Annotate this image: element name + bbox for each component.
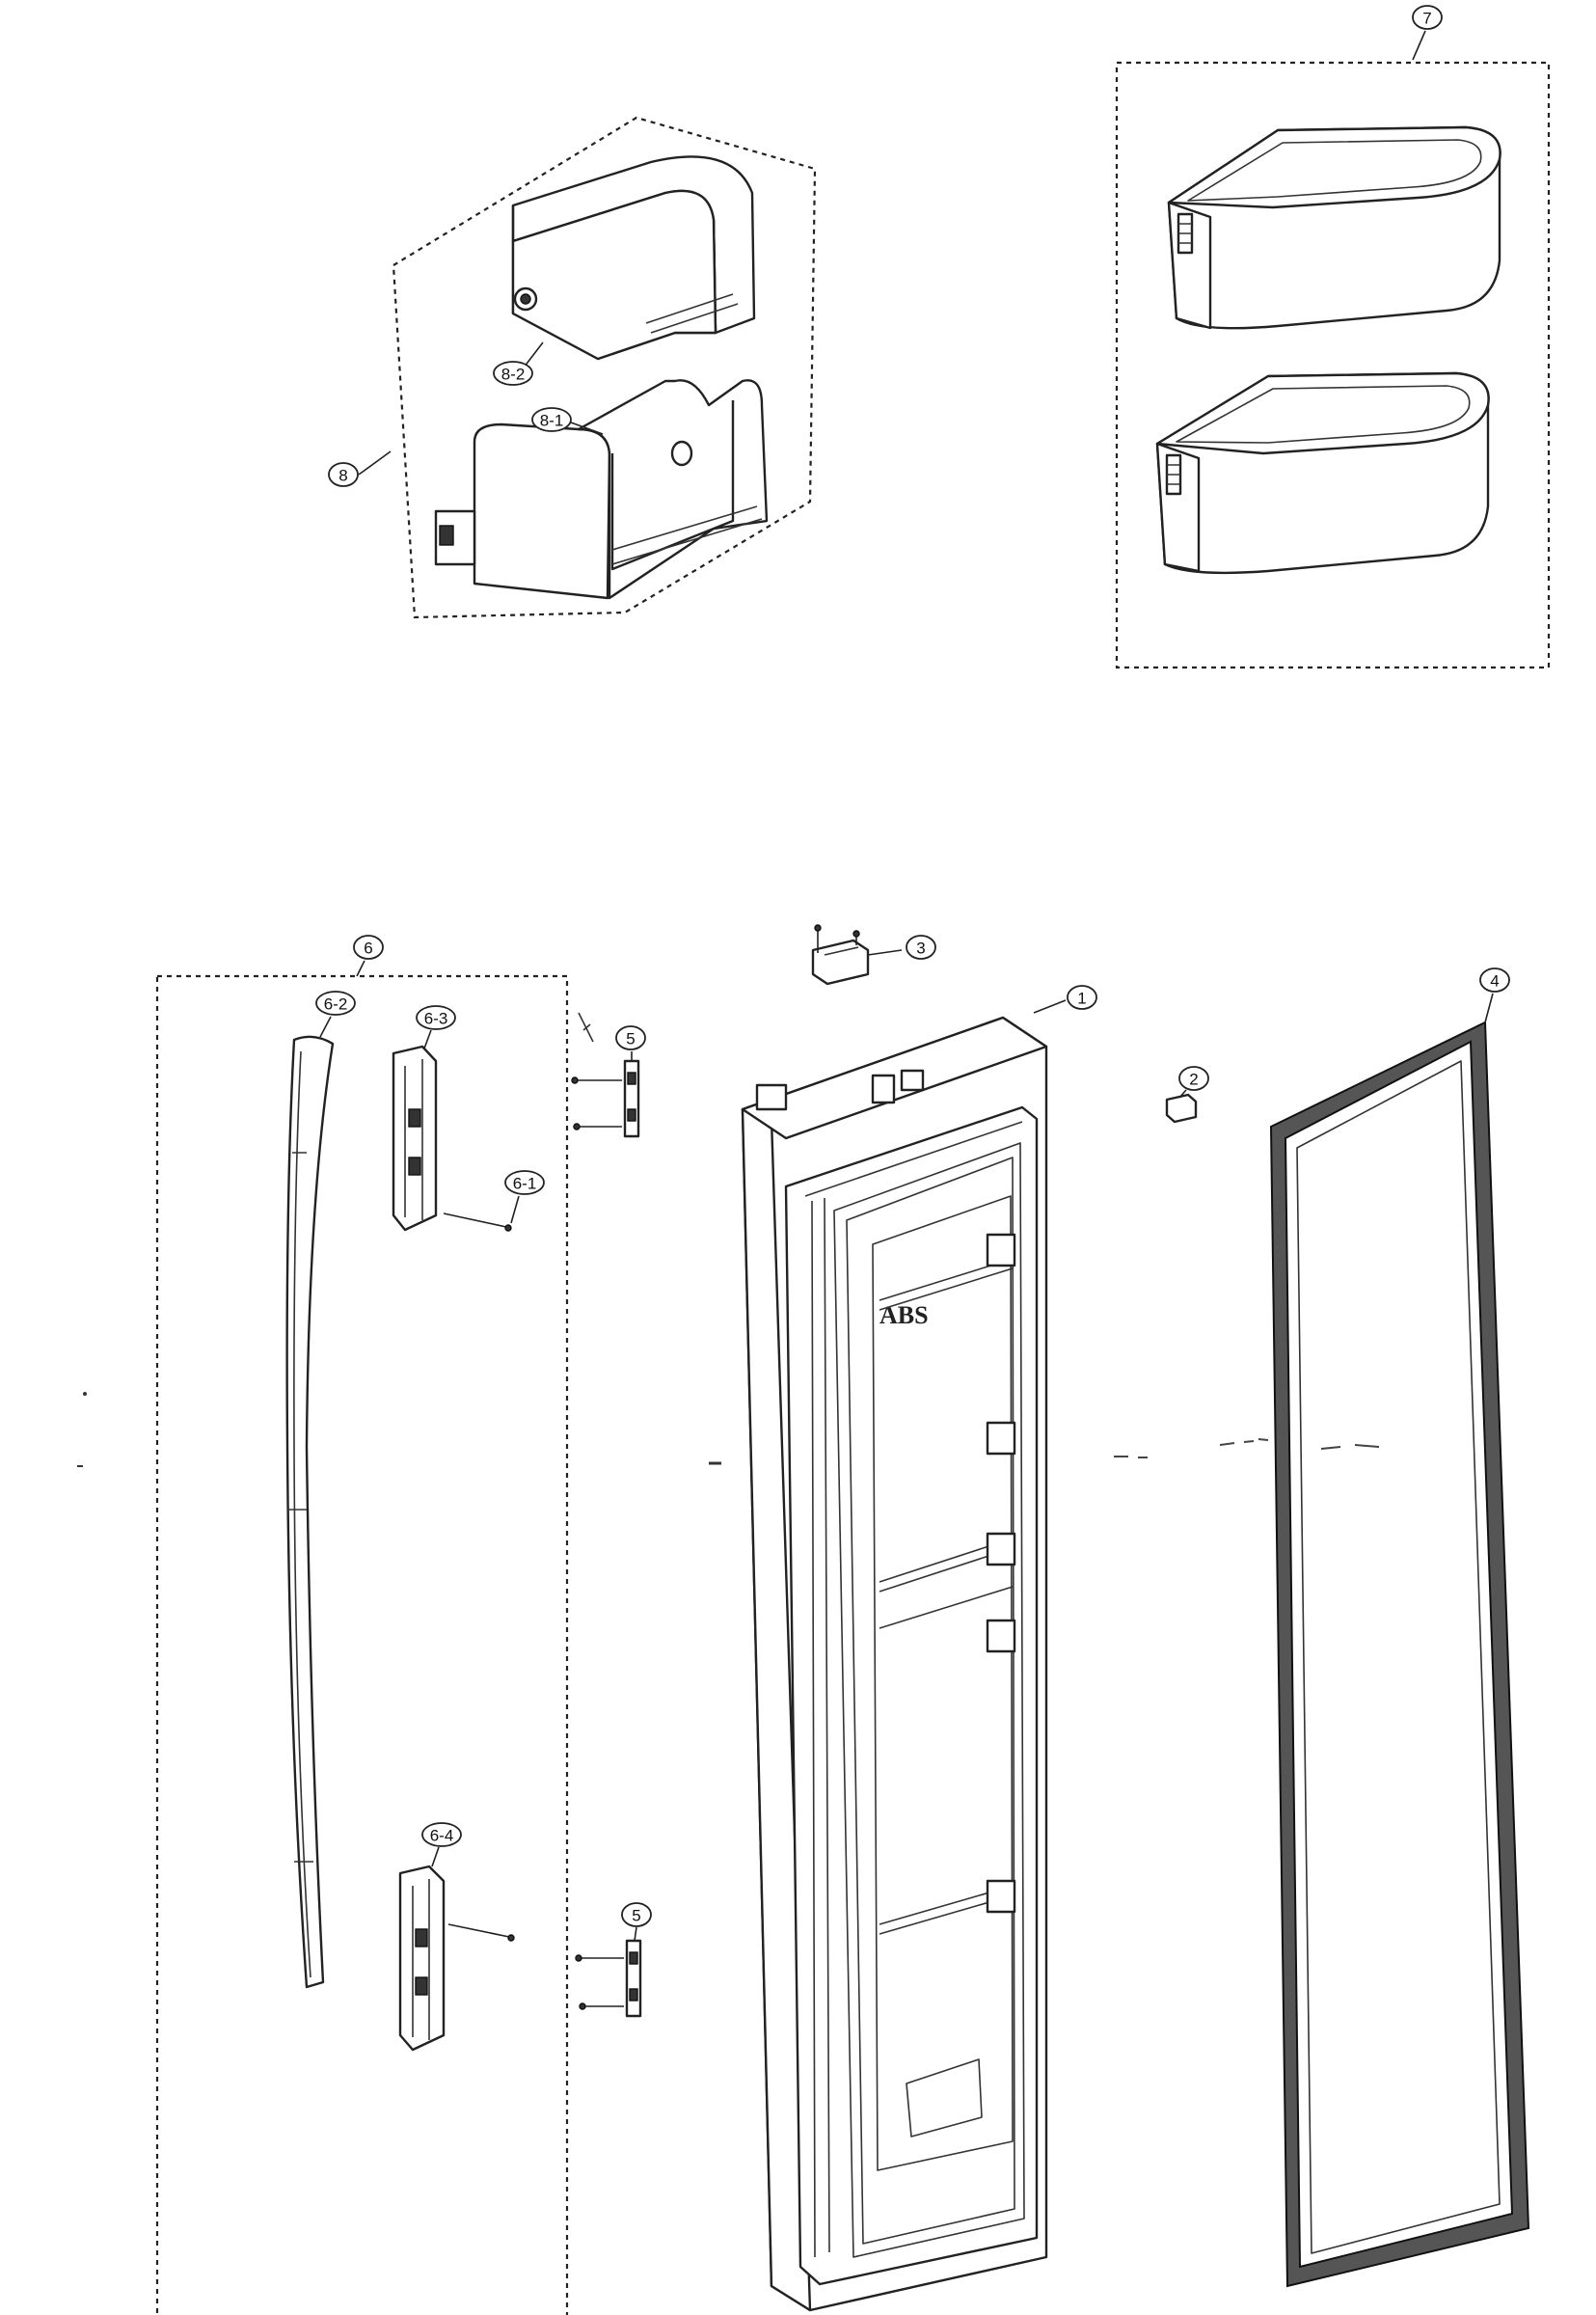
callout-8: 8 (328, 462, 359, 487)
callout-label: 7 (1422, 10, 1431, 28)
part-6-3-handle-cap-upper (392, 1045, 438, 1232)
callout-label: 6-4 (430, 1827, 454, 1845)
part-2-cap (1165, 1093, 1198, 1124)
callout-2: 2 (1178, 1066, 1209, 1091)
part-1-door-foam-assembly: ABS (741, 1016, 1048, 2312)
callout-1: 1 (1067, 985, 1097, 1010)
callout-label: 1 (1077, 990, 1086, 1008)
part-8-2-compartment-cover (511, 155, 756, 361)
callout-6-1: 6-1 (504, 1170, 545, 1195)
callout-5b: 5 (621, 1902, 652, 1927)
callout-label: 5 (632, 1907, 640, 1925)
group-8-boundary (392, 116, 817, 619)
part-5-handle-bracket-lower (575, 1939, 642, 2018)
callout-oval (1479, 967, 1510, 993)
callout-3: 3 (906, 935, 936, 960)
callout-oval (1067, 985, 1097, 1010)
callout-label: 8-2 (501, 366, 526, 384)
part-group-8-dairy-compartment (392, 116, 817, 619)
callout-label: 8 (338, 467, 347, 485)
part-group-6-handle-assembly (155, 974, 569, 2315)
callout-oval (421, 1822, 462, 1847)
part-4-door-gasket (1269, 1021, 1530, 2288)
part-6-1-screw-upper (504, 1224, 512, 1232)
callout-oval (328, 462, 359, 487)
callouts: 7 8 8-2 8-1 6 6-2 6-3 6-1 6-4 5 5 3 1 2 4 (315, 5, 1510, 1927)
part-5-handle-bracket-upper (571, 1012, 640, 1138)
callout-8-1: 8-1 (531, 407, 572, 432)
callout-6-4: 6-4 (421, 1822, 462, 1847)
callout-label: 3 (916, 940, 925, 958)
callout-label: 6 (364, 940, 372, 958)
callout-label: 6-1 (513, 1175, 537, 1193)
callout-oval (504, 1170, 545, 1195)
part-8-1-compartment-holder (434, 379, 769, 600)
callout-oval (416, 1005, 456, 1030)
callout-oval (906, 935, 936, 960)
door-guard-upper (1167, 125, 1501, 330)
part-group-7-door-guards (1115, 61, 1551, 669)
callout-5a: 5 (615, 1025, 646, 1050)
part-6-4-handle-cap-lower (398, 1865, 446, 2052)
callout-8-2: 8-2 (493, 361, 533, 386)
callout-6-2: 6-2 (315, 991, 356, 1016)
callout-label: 6-2 (324, 995, 348, 1014)
callout-4: 4 (1479, 967, 1510, 993)
callout-label: 5 (626, 1030, 635, 1049)
door-guard-lower (1155, 371, 1490, 575)
callout-label: 2 (1189, 1071, 1198, 1089)
group-6-boundary (155, 974, 569, 2315)
callout-7: 7 (1412, 5, 1443, 30)
part-6-2-handle (285, 1035, 335, 1989)
callout-oval (621, 1902, 652, 1927)
callout-oval (493, 361, 533, 386)
callout-oval (315, 991, 356, 1016)
callout-oval (353, 935, 384, 960)
callout-label: 6-3 (424, 1010, 448, 1028)
part-6-1-screw-lower (507, 1934, 515, 1942)
callout-leaders (319, 30, 1494, 1942)
callout-6: 6 (353, 935, 384, 960)
part-3-hinge-cover (811, 924, 870, 986)
callout-6-3: 6-3 (416, 1005, 456, 1030)
callout-label: 4 (1490, 972, 1499, 991)
callout-oval (1412, 5, 1443, 30)
door-liner-stamp: ABS (879, 1301, 929, 1329)
scan-artifacts (77, 1392, 1380, 1467)
group-7-boundary (1115, 61, 1551, 669)
callout-oval (531, 407, 572, 432)
callout-oval (1178, 1066, 1209, 1091)
callout-label: 8-1 (540, 412, 564, 430)
callout-oval (615, 1025, 646, 1050)
